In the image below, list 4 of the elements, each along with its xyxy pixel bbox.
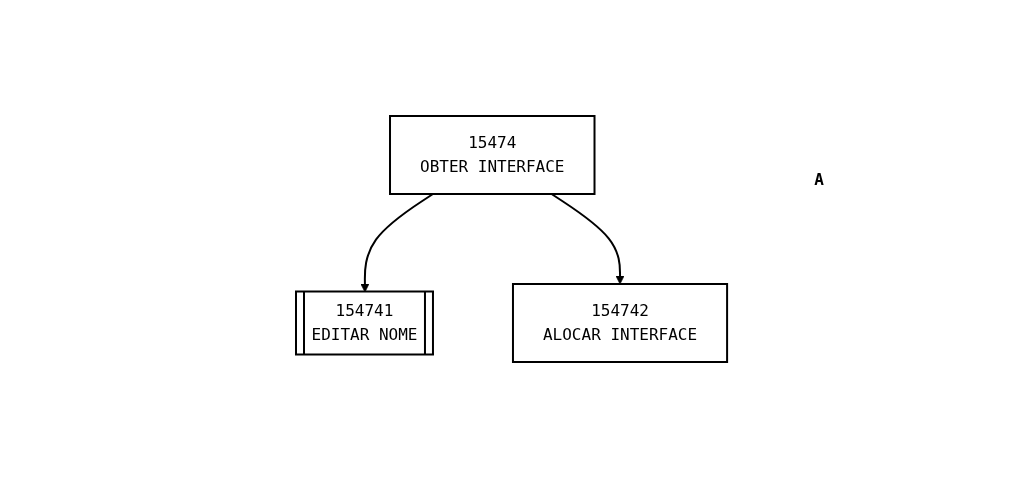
arrow bbox=[551, 193, 625, 285]
bracket-label: A bbox=[814, 170, 824, 189]
node-box: 15474 OBTER INTERFACE bbox=[389, 115, 596, 195]
node-box: 154742 ALOCAR INTERFACE bbox=[512, 283, 729, 363]
